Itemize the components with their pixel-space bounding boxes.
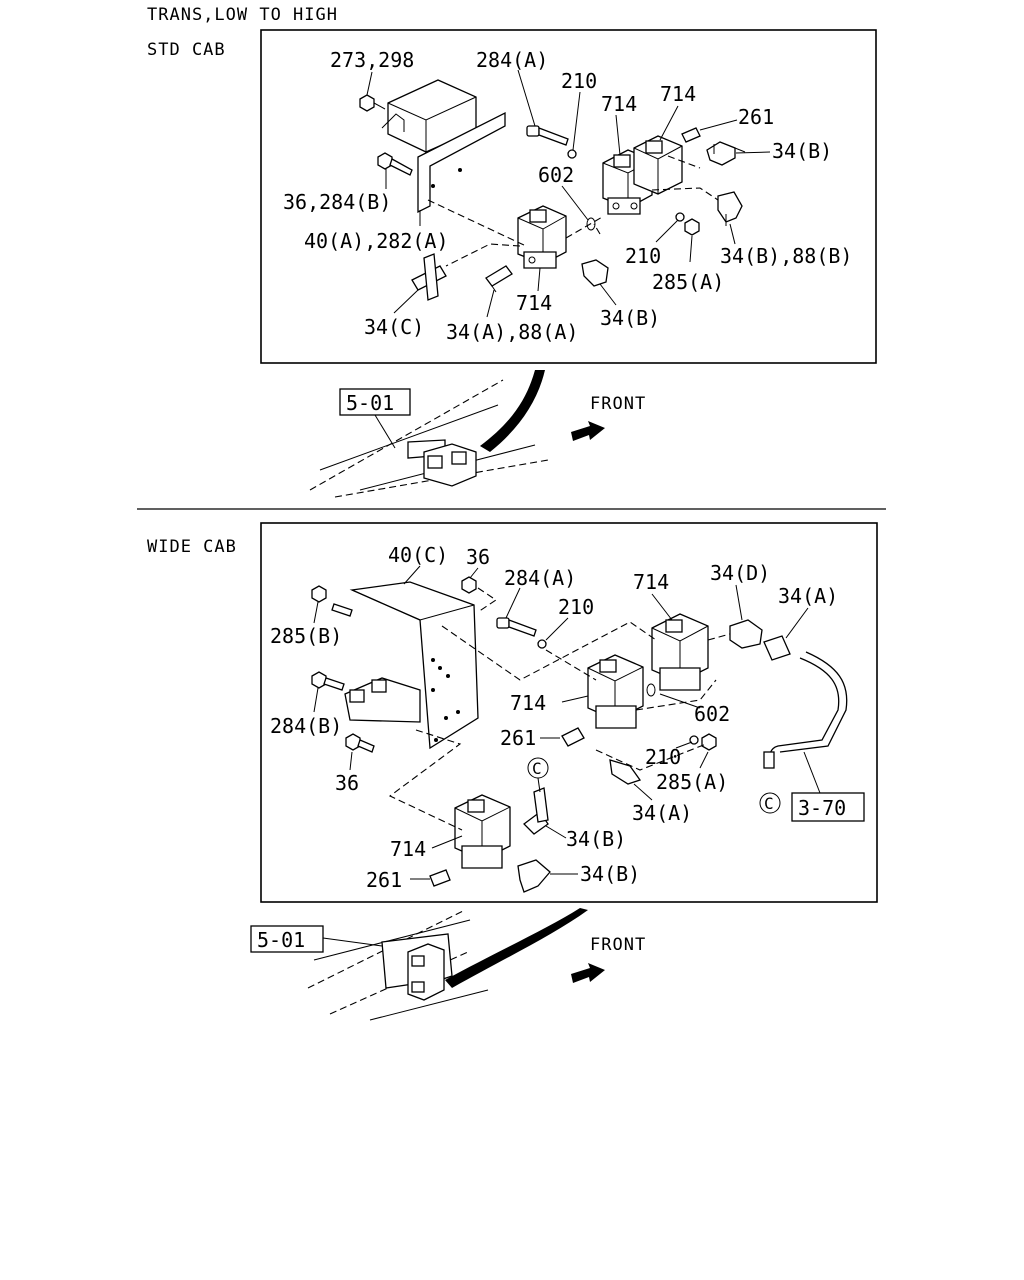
wide-label-261-lower: 261 [366,868,402,892]
std-valve-pair-714 [602,135,683,215]
wide-label-c-right: C [764,794,774,813]
std-nut-285a [684,218,700,236]
std-elbow-34b-lower [581,259,609,287]
std-elbow-34b-top [706,141,746,166]
wide-valve-714-middle [587,654,644,729]
wide-bracket-40c [344,581,479,750]
std-valve-lower-714 [517,205,567,269]
wide-nut-285a [701,733,717,751]
wide-label-261-middle: 261 [500,726,536,750]
std-label-273-298: 273,298 [330,48,414,72]
wide-oring-602 [646,683,656,697]
std-bolt-284a [526,125,569,146]
wide-connector-c-right [759,792,781,814]
std-elbow-34b-88b [717,191,743,226]
wide-label-34b-lower: 34(B) [580,862,640,886]
std-locator: 5-01 FRONT [309,370,646,498]
wide-ref-box [250,925,324,953]
wide-tee-34d [729,619,763,649]
std-label-284a: 284(A) [476,48,548,72]
wide-label-36-bottom: 36 [335,771,359,795]
wide-valve-714-upper [651,613,709,691]
wide-cab-frame [260,522,878,903]
wide-label-714-lower: 714 [390,837,426,861]
wide-label-210-top: 210 [558,595,594,619]
wide-plug-261-middle [561,727,585,747]
std-label-714-right: 714 [660,82,696,106]
std-label-34b-top: 34(B) [772,139,832,163]
std-label-36-284b: 36,284(B) [283,190,391,214]
std-label-34a-88a: 34(A),88(A) [446,320,578,344]
wide-label-34b-upper: 34(B) [566,827,626,851]
std-front-arrow-icon [571,421,605,441]
std-plug-261 [681,127,701,143]
std-bracket [381,79,506,214]
std-front-label: FRONT [590,394,646,414]
wide-bolt-36-bottom [345,733,375,753]
wide-front-label: FRONT [590,935,646,955]
wide-ref-3-70: 3-70 [798,796,846,820]
std-bolt-36 [377,152,413,176]
wide-ref-3-70-box [791,792,865,822]
wide-label-210-lower: 210 [645,745,681,769]
std-fitting-34a-88a [485,265,513,293]
std-label-210-lower: 210 [625,244,661,268]
wide-label-284b: 284(B) [270,714,342,738]
wide-label-284a: 284(A) [504,566,576,590]
wide-elbow-34b-upper [523,787,549,835]
wide-bolt-285b [311,585,353,617]
wide-bolt-36-top [461,576,477,594]
wide-label-714-upper: 714 [633,570,669,594]
std-label-34c: 34(C) [364,315,424,339]
wide-label-285b: 285(B) [270,624,342,648]
std-label-210: 210 [561,69,597,93]
wide-front-arrow-icon [571,963,605,983]
wide-ref-5-01: 5-01 [257,928,305,952]
wide-locator: 5-01 FRONT [250,908,646,1021]
std-label-714-left: 714 [601,92,637,116]
wide-valve-714-lower [454,794,511,869]
wide-label-602: 602 [694,702,730,726]
wide-label-34a-lower: 34(A) [632,801,692,825]
wide-label-c-top: C [532,759,542,778]
std-cab-heading: STD CAB [147,40,226,60]
std-tee-34c [411,253,447,301]
wide-label-40c: 40(C) [388,543,448,567]
std-label-34b-lower: 34(B) [600,306,660,330]
std-label-285a: 285(A) [652,270,724,294]
wide-label-36-top: 36 [466,545,490,569]
wide-fitting-34a-right [763,635,791,661]
wide-fitting-34a-lower [609,759,642,785]
wide-washer-210-top [537,639,547,649]
wide-leaders [313,565,821,880]
wide-label-34d: 34(D) [710,561,770,585]
std-label-40a-282a: 40(A),282(A) [304,229,449,253]
std-label-261: 261 [738,105,774,129]
std-label-602: 602 [538,163,574,187]
std-label-34b-88b: 34(B),88(B) [720,244,852,268]
wide-cab-panel: 40(C) 36 284(A) 714 34(D) 34(A) 210 285(… [260,522,878,903]
std-washer-210b [675,212,685,222]
wide-cab-heading: WIDE CAB [147,537,237,557]
std-ref-5-01: 5-01 [346,391,394,415]
std-label-714-lower: 714 [516,291,552,315]
std-leaders [366,69,771,318]
wide-bolt-284a [496,617,537,637]
wide-label-34a-right: 34(A) [778,584,838,608]
std-washer-210 [567,149,577,159]
std-cab-frame [260,29,877,364]
wide-bolt-284b [311,671,345,691]
wide-plug-261-lower [429,869,451,887]
wide-label-714-middle: 714 [510,691,546,715]
std-cab-panel: 273,298 284(A) 210 714 714 261 34(B) 602… [260,29,877,364]
wide-elbow-34b-lower [517,859,551,893]
wide-pipe-3-70 [763,651,848,769]
diagram-title: TRANS,LOW TO HIGH [147,5,338,25]
wide-label-285a: 285(A) [656,770,728,794]
std-nut-273 [359,94,386,112]
std-oring-602 [586,217,596,231]
